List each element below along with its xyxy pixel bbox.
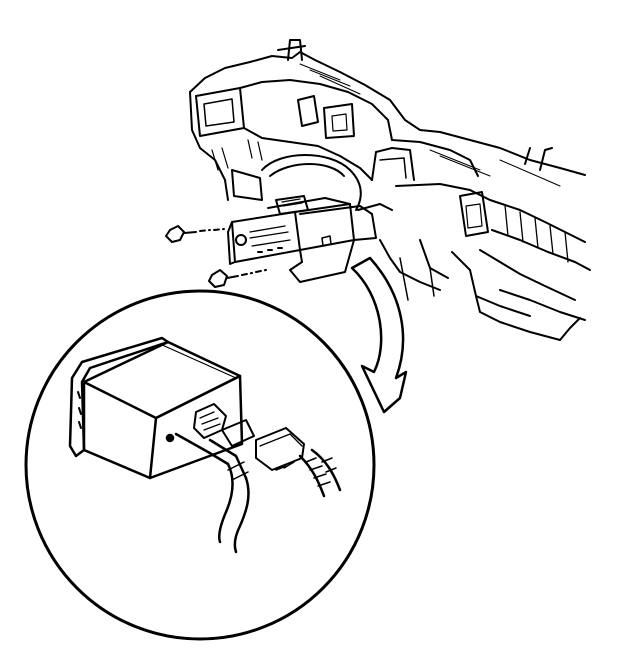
- mounting-bolt-upper: [165, 225, 225, 243]
- radio-detail: [68, 336, 244, 480]
- antenna-cable: [174, 432, 250, 554]
- wire-harness: [298, 448, 342, 498]
- instrument-panel: [189, 39, 591, 341]
- detail-circle: [24, 289, 376, 641]
- detail-arrow: [350, 256, 408, 414]
- radio-unit: [227, 195, 393, 283]
- mounting-bolt-lower: [208, 269, 267, 288]
